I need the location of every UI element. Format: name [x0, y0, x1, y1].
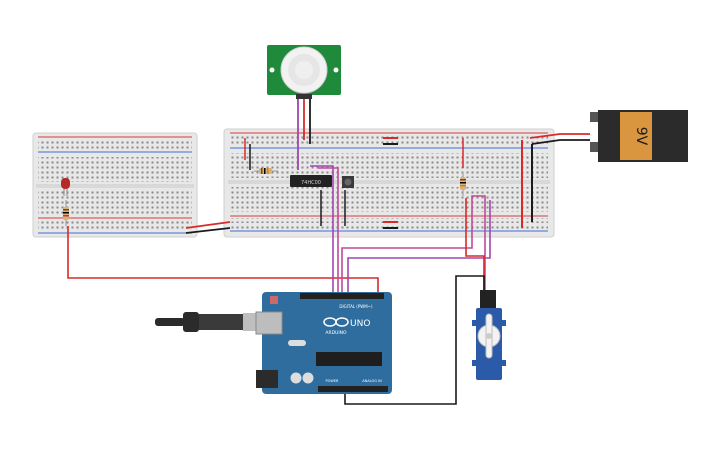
- breadboard-main[interactable]: [223, 128, 555, 238]
- ic-chip[interactable]: 74HC00: [290, 175, 332, 187]
- usb-cable: [155, 312, 269, 332]
- ic-label: 74HC00: [301, 180, 321, 186]
- jumpers-short: [244, 137, 533, 229]
- arduino-uno[interactable]: ARDUINO UNO DIGITAL (PWM~) POWER ANALOG …: [255, 292, 392, 394]
- resistor-main-2[interactable]: [460, 172, 466, 196]
- wire-chip-arduino-2: [318, 167, 339, 298]
- servo-motor[interactable]: [472, 290, 506, 380]
- wire-chip-arduino-1: [310, 165, 334, 298]
- resistor-main-1[interactable]: [254, 168, 278, 174]
- battery-label: 9V: [633, 127, 649, 146]
- led-red[interactable]: [61, 178, 70, 196]
- battery-wires: [529, 133, 590, 145]
- wire-board-link-red: [185, 221, 231, 229]
- wire-servo-ground: [344, 275, 485, 405]
- wire-led-signal: [67, 226, 379, 298]
- pir-sensor[interactable]: [267, 45, 341, 99]
- arduino-power-label: POWER: [326, 379, 340, 383]
- resistor-left[interactable]: [63, 200, 69, 226]
- arduino-digital-label: DIGITAL (PWM~): [339, 304, 373, 309]
- breadboard-left[interactable]: [32, 132, 198, 238]
- wire-board-link-black: [185, 227, 231, 234]
- arduino-brand: ARDUINO: [325, 330, 347, 336]
- pir-wires: [297, 99, 311, 170]
- pushbutton[interactable]: [342, 176, 354, 188]
- wire-servo-signal: [347, 200, 491, 298]
- wire-servo-power: [341, 195, 486, 298]
- arduino-model: UNO: [350, 319, 370, 329]
- arduino-analog-label: ANALOG IN: [362, 379, 382, 383]
- wire-servo-red: [465, 198, 485, 292]
- battery-9v[interactable]: 9V: [590, 110, 688, 162]
